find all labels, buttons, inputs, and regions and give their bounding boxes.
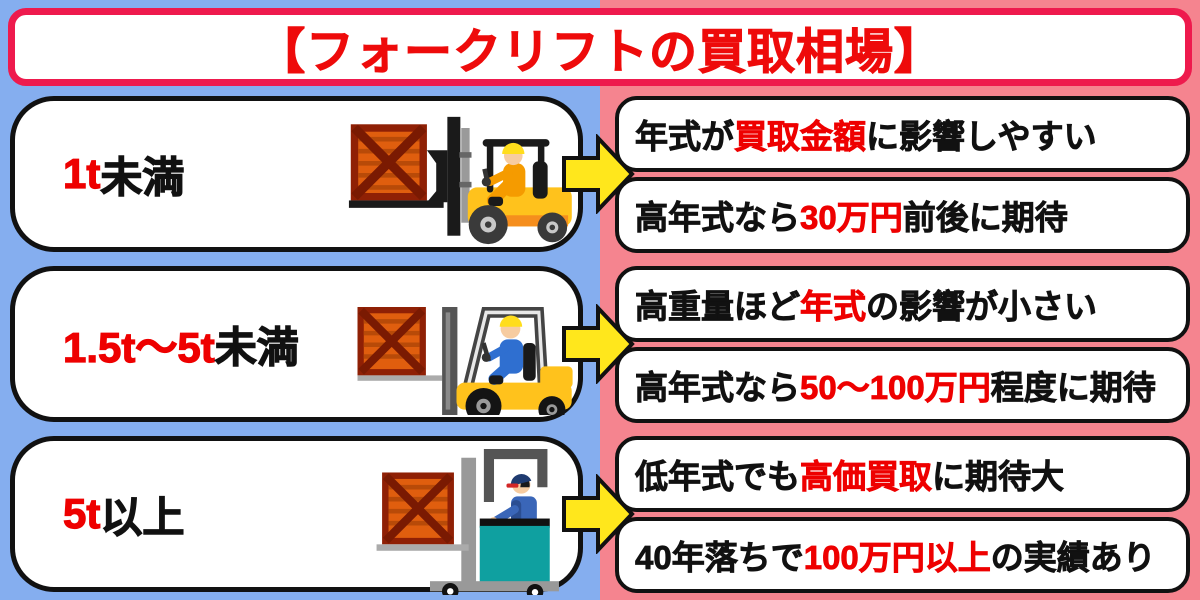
fact-text-highlight: 100万円以上 bbox=[803, 539, 991, 577]
fact-text: 程度に期待 bbox=[990, 369, 1156, 407]
fact-text: 40年落ちで bbox=[635, 539, 805, 577]
fact-box: 低年式でも高価買取に期待大 bbox=[615, 436, 1190, 512]
fact-text-highlight: 年式 bbox=[800, 288, 867, 326]
category-label-rest: 未満 bbox=[100, 153, 185, 201]
fact-text-highlight: 高価買取 bbox=[800, 458, 933, 496]
page-title: 【フォークリフトの買取相場】 bbox=[256, 26, 943, 80]
fact-text: 高年式なら bbox=[635, 199, 801, 237]
crate-icon bbox=[357, 307, 426, 376]
fact-text: 高重量ほど bbox=[635, 288, 801, 326]
fact-text: 低年式でも bbox=[635, 458, 801, 496]
fact-text-highlight: 30万円 bbox=[800, 199, 904, 237]
fact-text-highlight: 50〜100万円 bbox=[800, 369, 992, 407]
reach-forklift-icon bbox=[376, 448, 559, 595]
fact-text-highlight: 買取金額 bbox=[734, 118, 867, 156]
category-label-highlight: 1.5t〜5t bbox=[62, 323, 215, 371]
arrow-right-icon bbox=[562, 134, 635, 214]
crate-icon bbox=[350, 124, 427, 201]
fact-text: 高年式なら bbox=[635, 369, 801, 407]
category-label-rest: 未満 bbox=[214, 323, 299, 371]
driver-figure bbox=[481, 315, 524, 385]
fact-box: 年式が買取金額に影響しやすい bbox=[615, 96, 1190, 172]
counterbalance-forklift-icon bbox=[348, 116, 572, 245]
category-label-highlight: 1t bbox=[62, 149, 101, 197]
arrow-right-icon bbox=[562, 304, 635, 384]
fact-box: 高重量ほど年式の影響が小さい bbox=[615, 266, 1190, 342]
title-banner: 【フォークリフトの買取相場】 bbox=[8, 8, 1192, 86]
fact-text: 前後に期待 bbox=[902, 199, 1068, 237]
crate-icon bbox=[382, 472, 454, 545]
open-cab-forklift-icon bbox=[357, 307, 573, 415]
fact-text: に期待大 bbox=[932, 458, 1065, 496]
fact-text: の実績あり bbox=[990, 539, 1156, 577]
arrow-right-icon bbox=[562, 474, 635, 554]
category-label-rest: 以上 bbox=[100, 493, 185, 541]
fact-text: 年式が bbox=[635, 118, 735, 156]
fact-text: の影響が小さい bbox=[866, 288, 1098, 326]
driver-figure bbox=[481, 142, 526, 207]
fact-text: に影響しやすい bbox=[866, 118, 1097, 156]
category-label-highlight: 5t bbox=[62, 489, 101, 537]
